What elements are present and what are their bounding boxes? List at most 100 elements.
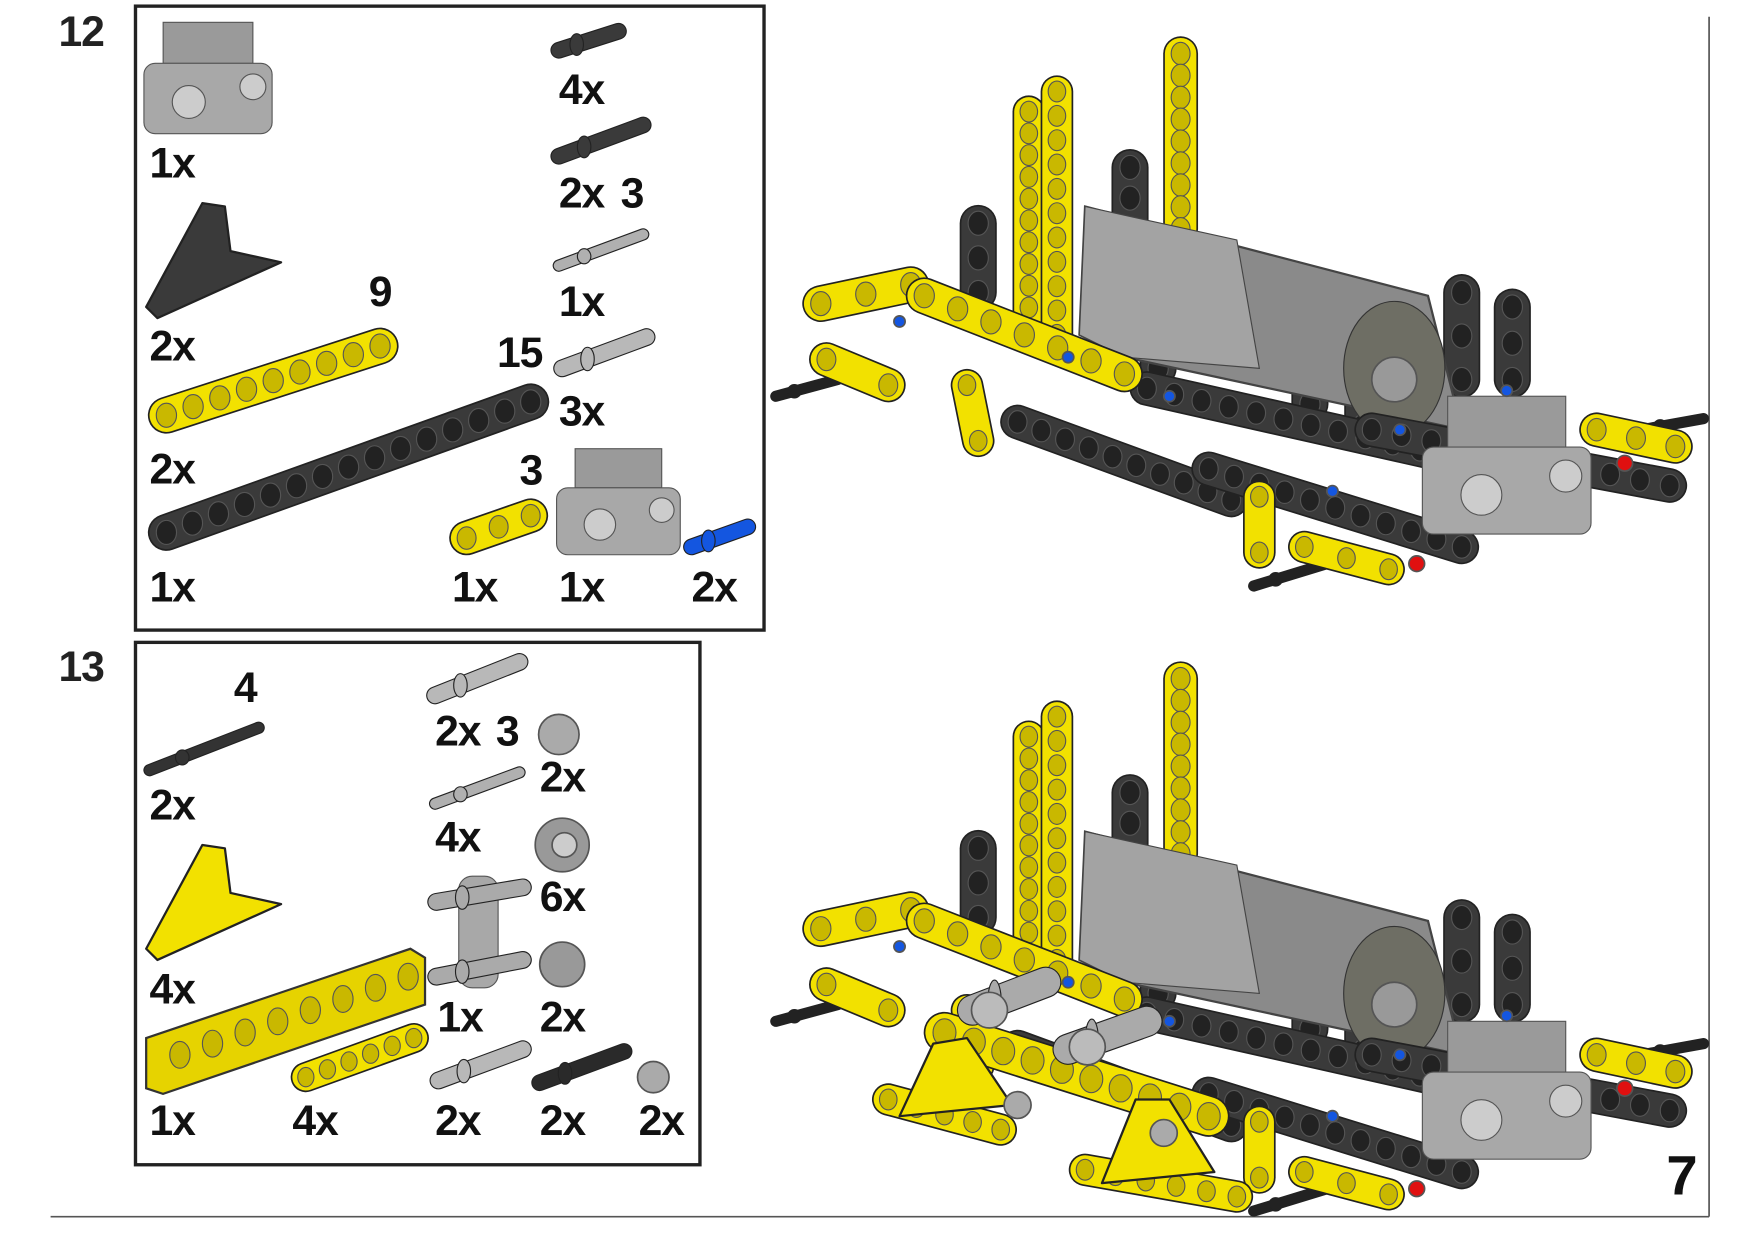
beam-hole	[1047, 729, 1067, 752]
beam-hole	[1586, 1042, 1607, 1067]
step13-new-parts	[871, 966, 1254, 1213]
beam-hole	[1078, 436, 1099, 460]
beam-hole	[1019, 231, 1039, 254]
beam-hole	[1501, 955, 1523, 981]
yellow-triangle-liftarm-icon	[145, 843, 283, 962]
motor-body-light	[1078, 830, 1261, 995]
part-length: 3	[620, 170, 645, 218]
dark-long-beam	[1191, 1076, 1480, 1190]
beam-hole	[1501, 919, 1523, 945]
housing-top	[162, 21, 254, 64]
pin-collar	[454, 959, 470, 984]
part-qty: 1x	[149, 564, 196, 612]
beam-hole	[1218, 395, 1239, 419]
red-bush	[1408, 555, 1426, 573]
beam-hole	[1375, 511, 1396, 536]
motor-gear	[1370, 356, 1418, 403]
beam-body	[1001, 406, 1247, 516]
beam-hole	[337, 454, 360, 480]
beam-hole	[520, 503, 541, 528]
pin-body	[430, 767, 525, 809]
beam-hole	[967, 210, 989, 236]
beam-hole	[1047, 754, 1067, 777]
beam-hole	[1047, 177, 1067, 200]
beam-hole	[1047, 275, 1067, 298]
motor-housing	[1421, 395, 1592, 535]
beam-hole	[1047, 226, 1067, 249]
beam-hole	[1047, 250, 1067, 273]
beam-hole	[262, 368, 284, 394]
beam-hole	[855, 906, 877, 932]
blue-pin	[1325, 484, 1339, 498]
housing-top	[1447, 395, 1567, 448]
housing-body	[143, 62, 273, 135]
connector-pin	[427, 878, 532, 911]
housing-body	[1421, 1071, 1592, 1160]
beam-hole	[1294, 535, 1314, 558]
yellow-beam	[1579, 1037, 1693, 1089]
beam-hole	[991, 1118, 1011, 1141]
beam-hole	[1625, 426, 1647, 450]
beam-hole	[878, 1088, 898, 1111]
beam-hole	[1379, 558, 1398, 581]
pin-collar	[453, 673, 468, 698]
beam-hole	[363, 445, 386, 471]
beam-hole	[1350, 503, 1371, 528]
yellow-beam	[1243, 480, 1276, 569]
beam-hole	[181, 510, 204, 536]
pin-body	[771, 1000, 843, 1026]
brick-hole	[364, 973, 387, 1002]
beam-hole	[878, 373, 899, 397]
yellow-vertical-beam	[1163, 661, 1199, 872]
beam-hole	[1600, 462, 1621, 487]
beam-hole	[1136, 376, 1157, 401]
beam-hole	[1170, 710, 1191, 735]
beam-hole	[1294, 1161, 1314, 1184]
beam-hole	[1149, 462, 1171, 486]
black-pin-icon	[550, 22, 627, 59]
axle	[1248, 558, 1333, 592]
beam-hole	[1119, 810, 1141, 836]
step-number-12: 12	[58, 8, 104, 56]
pin-body	[554, 329, 655, 377]
part-length: 3	[495, 708, 520, 756]
motor-housing-icon	[143, 21, 273, 135]
motor	[1078, 205, 1464, 436]
pin-body	[771, 375, 843, 401]
beam-hole	[1019, 856, 1039, 879]
yellow-beam	[802, 266, 930, 323]
beam-hole	[810, 290, 832, 317]
beam-hole	[1102, 444, 1123, 469]
beam-hole	[816, 972, 837, 997]
beam-hole	[1299, 488, 1320, 512]
beam-hole	[297, 1066, 315, 1088]
pin-collar	[453, 786, 468, 803]
black-triangle-liftarm-icon	[145, 202, 283, 320]
beam-hole	[1170, 820, 1191, 844]
red-bush	[1408, 1180, 1426, 1198]
beam-hole	[1170, 666, 1191, 691]
beam-hole	[1337, 1172, 1356, 1195]
beam-hole	[389, 435, 412, 462]
blue-pin	[893, 315, 906, 328]
beam-hole	[1047, 202, 1067, 225]
housing-hole	[1549, 459, 1583, 493]
housing-hole	[1549, 1084, 1583, 1118]
beam-hole	[1451, 366, 1473, 393]
yellow-beam	[802, 891, 930, 948]
pin-body	[427, 654, 528, 704]
liftarm-body	[145, 843, 283, 962]
beam-hole	[855, 281, 877, 307]
yellow-beam	[905, 902, 1143, 1018]
beam-hole	[967, 245, 989, 271]
pin-collar	[1268, 572, 1283, 587]
yellow-vertical-beam	[1163, 36, 1199, 247]
beam-hole	[155, 402, 178, 428]
beam-hole	[1119, 185, 1141, 211]
beam-hole	[1325, 1121, 1346, 1145]
blue-pin	[1061, 975, 1075, 989]
beam-hole	[946, 296, 969, 322]
part-qty: 2x	[539, 754, 586, 802]
beam-hole	[1249, 485, 1269, 508]
